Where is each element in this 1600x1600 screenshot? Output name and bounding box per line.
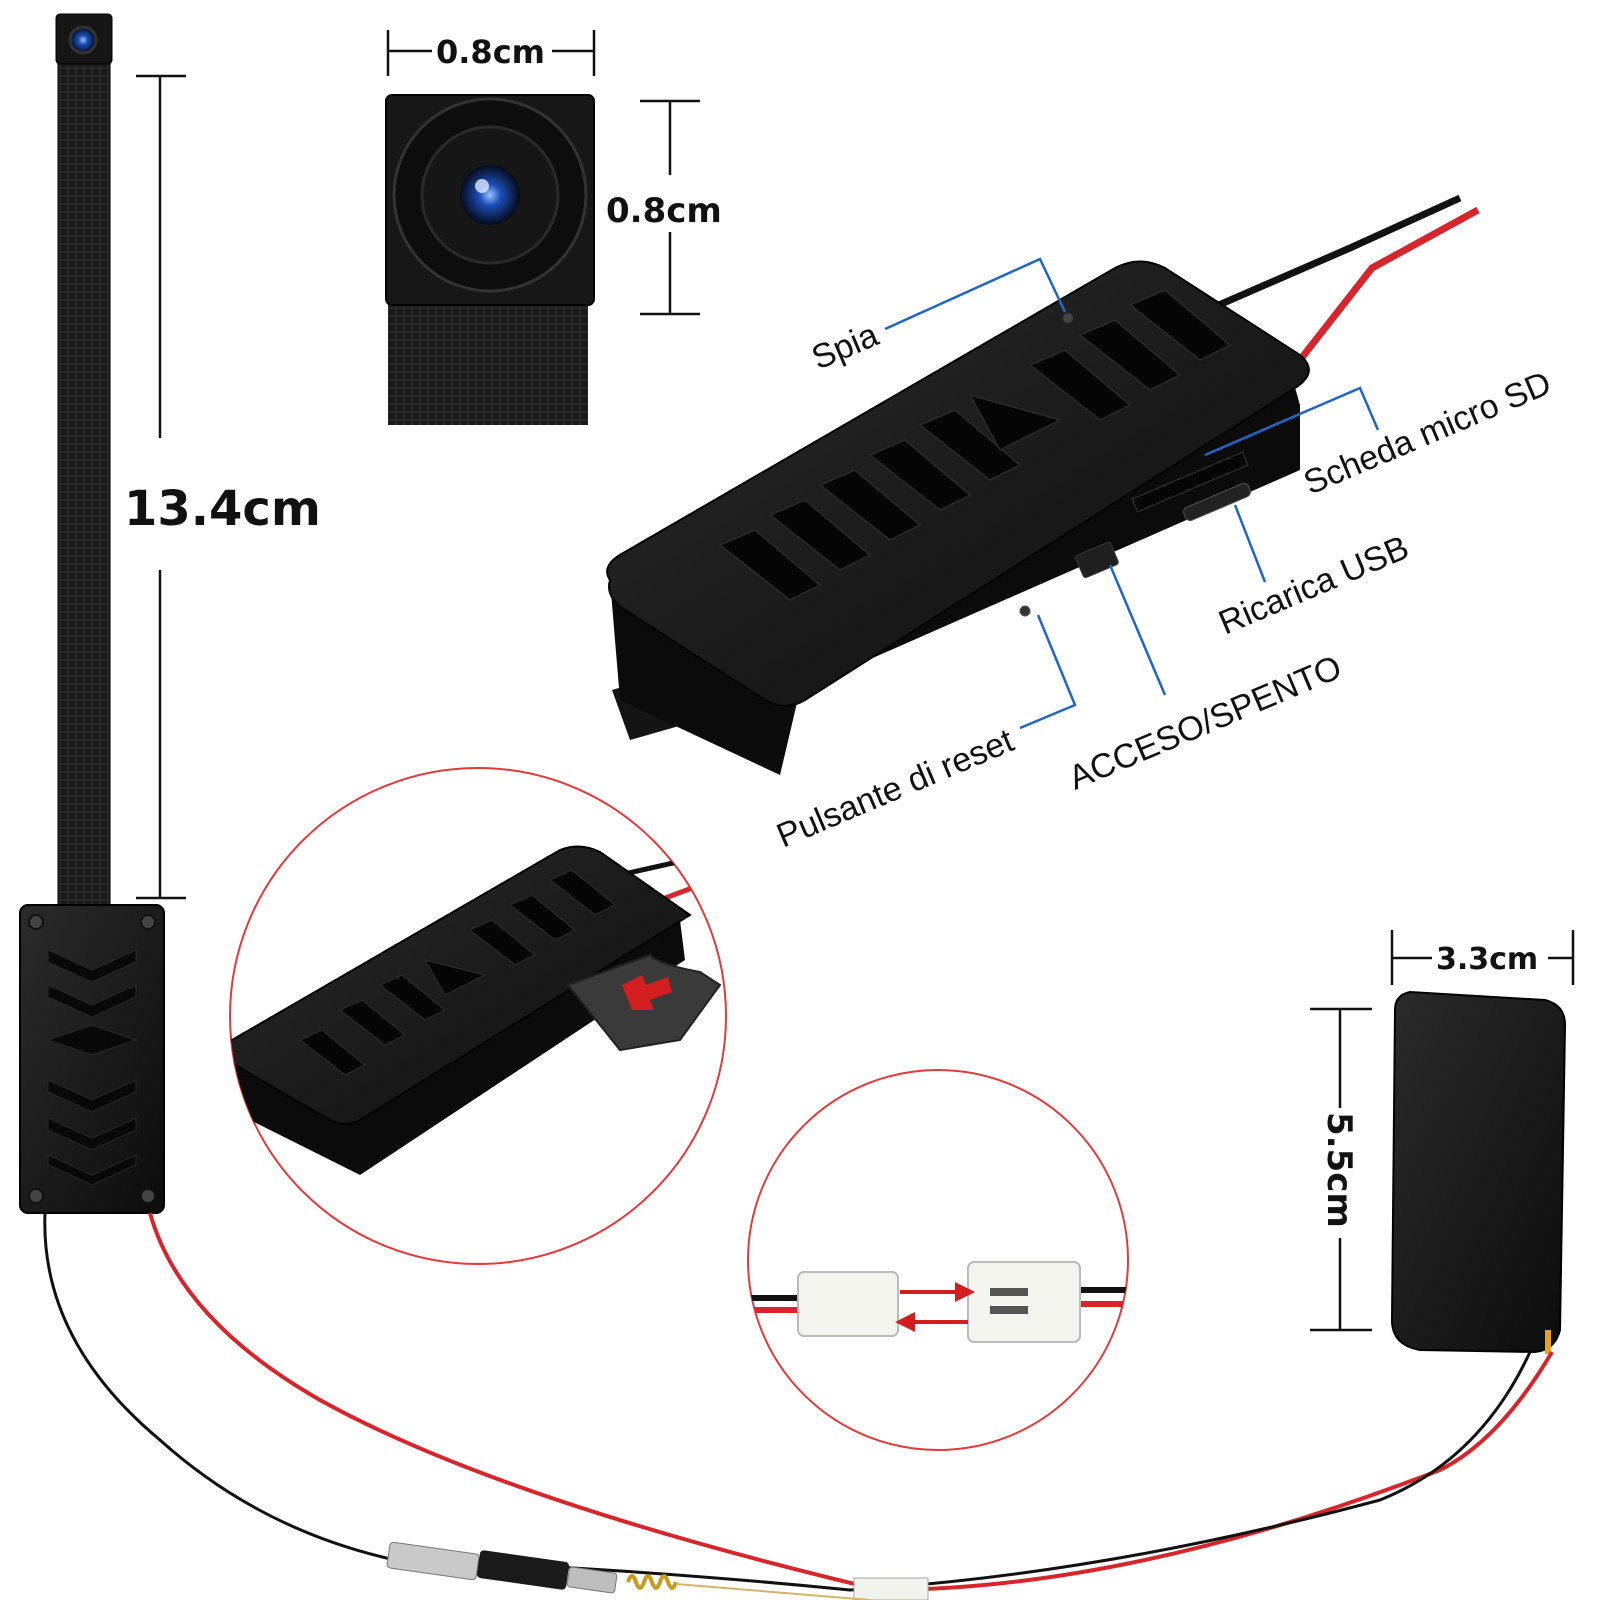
- dvr-module: [606, 194, 1480, 775]
- lens-closeup: [385, 94, 595, 425]
- connector-female: [967, 1261, 1081, 1343]
- battery-width-label: 3.3cm: [1436, 942, 1538, 977]
- antenna-wire: [675, 1583, 871, 1600]
- dimension-lens-height: 0.8cm: [606, 99, 722, 316]
- reset-button-label: Pulsante di reset: [771, 721, 1019, 855]
- inline-connector: [853, 1577, 929, 1600]
- battery: [1390, 990, 1567, 1354]
- callout-usb: Ricarica USB: [1213, 504, 1414, 642]
- wire-black: [419, 1351, 1532, 1592]
- connector-closeup: [747, 1069, 1129, 1451]
- antenna: [386, 1541, 871, 1600]
- wire-black: [1210, 194, 1462, 312]
- battery-height-label: 5.5cm: [1319, 1112, 1359, 1228]
- dimension-battery-width: 3.3cm: [1390, 930, 1575, 985]
- camera-lens-icon: [460, 165, 520, 225]
- reset-button-icon: [1019, 605, 1031, 617]
- arrow-right-head: [955, 1282, 975, 1302]
- cabling: [43, 1212, 1554, 1600]
- micro-sd-slot: [1131, 451, 1249, 513]
- wire-black: [43, 1212, 396, 1562]
- strap-length-label: 13.4cm: [124, 481, 321, 537]
- dimension-lens-width: 0.8cm: [386, 30, 596, 76]
- battery-tab: [1545, 1330, 1551, 1354]
- micro-sd-label: Scheda micro SD: [1298, 364, 1556, 502]
- vent-pattern: [718, 289, 1232, 601]
- screw-icon: [28, 1188, 44, 1204]
- usb-charging-label: Ricarica USB: [1213, 528, 1414, 642]
- sd-insertion-closeup: [229, 767, 727, 1265]
- antenna-coil-icon: [626, 1574, 678, 1590]
- indicator-light-label: Spia: [806, 316, 884, 378]
- lens-icon: [68, 25, 98, 55]
- connector-male: [797, 1271, 899, 1337]
- antenna-housing: [386, 1541, 480, 1581]
- wire-red: [1297, 206, 1480, 363]
- lens-glint: [475, 179, 489, 193]
- screw-icon: [28, 914, 44, 930]
- pin: [990, 1306, 1028, 1314]
- dimension-strap-length: 13.4cm: [124, 74, 321, 900]
- screw-icon: [140, 914, 156, 930]
- screw-icon: [140, 1188, 156, 1204]
- indicator-light-icon: [1063, 313, 1073, 323]
- battery-pack: [1390, 990, 1567, 1354]
- lens-width-label: 0.8cm: [436, 33, 545, 71]
- strap-camera: [19, 13, 165, 1214]
- lens-strap: [388, 300, 588, 425]
- arrow-left-head: [895, 1312, 915, 1332]
- dimension-battery-height: 5.5cm: [1310, 1007, 1372, 1332]
- antenna-sleeve: [477, 1550, 569, 1590]
- power-switch: [1075, 541, 1119, 579]
- control-board: [19, 904, 165, 1214]
- usb-port: [1183, 482, 1251, 522]
- insert-arrow-icon: [622, 975, 672, 1010]
- power-switch-label: ACCESO/SPENTO: [1063, 648, 1347, 797]
- vent-pattern: [46, 949, 138, 1186]
- fabric-strap: [57, 15, 111, 907]
- vent-pattern: [298, 869, 617, 1076]
- highlight-circle: [747, 1069, 1129, 1451]
- lens-height-label: 0.8cm: [606, 191, 722, 231]
- pin: [990, 1288, 1028, 1296]
- wire-red: [148, 1212, 1554, 1593]
- antenna-tip: [566, 1566, 618, 1594]
